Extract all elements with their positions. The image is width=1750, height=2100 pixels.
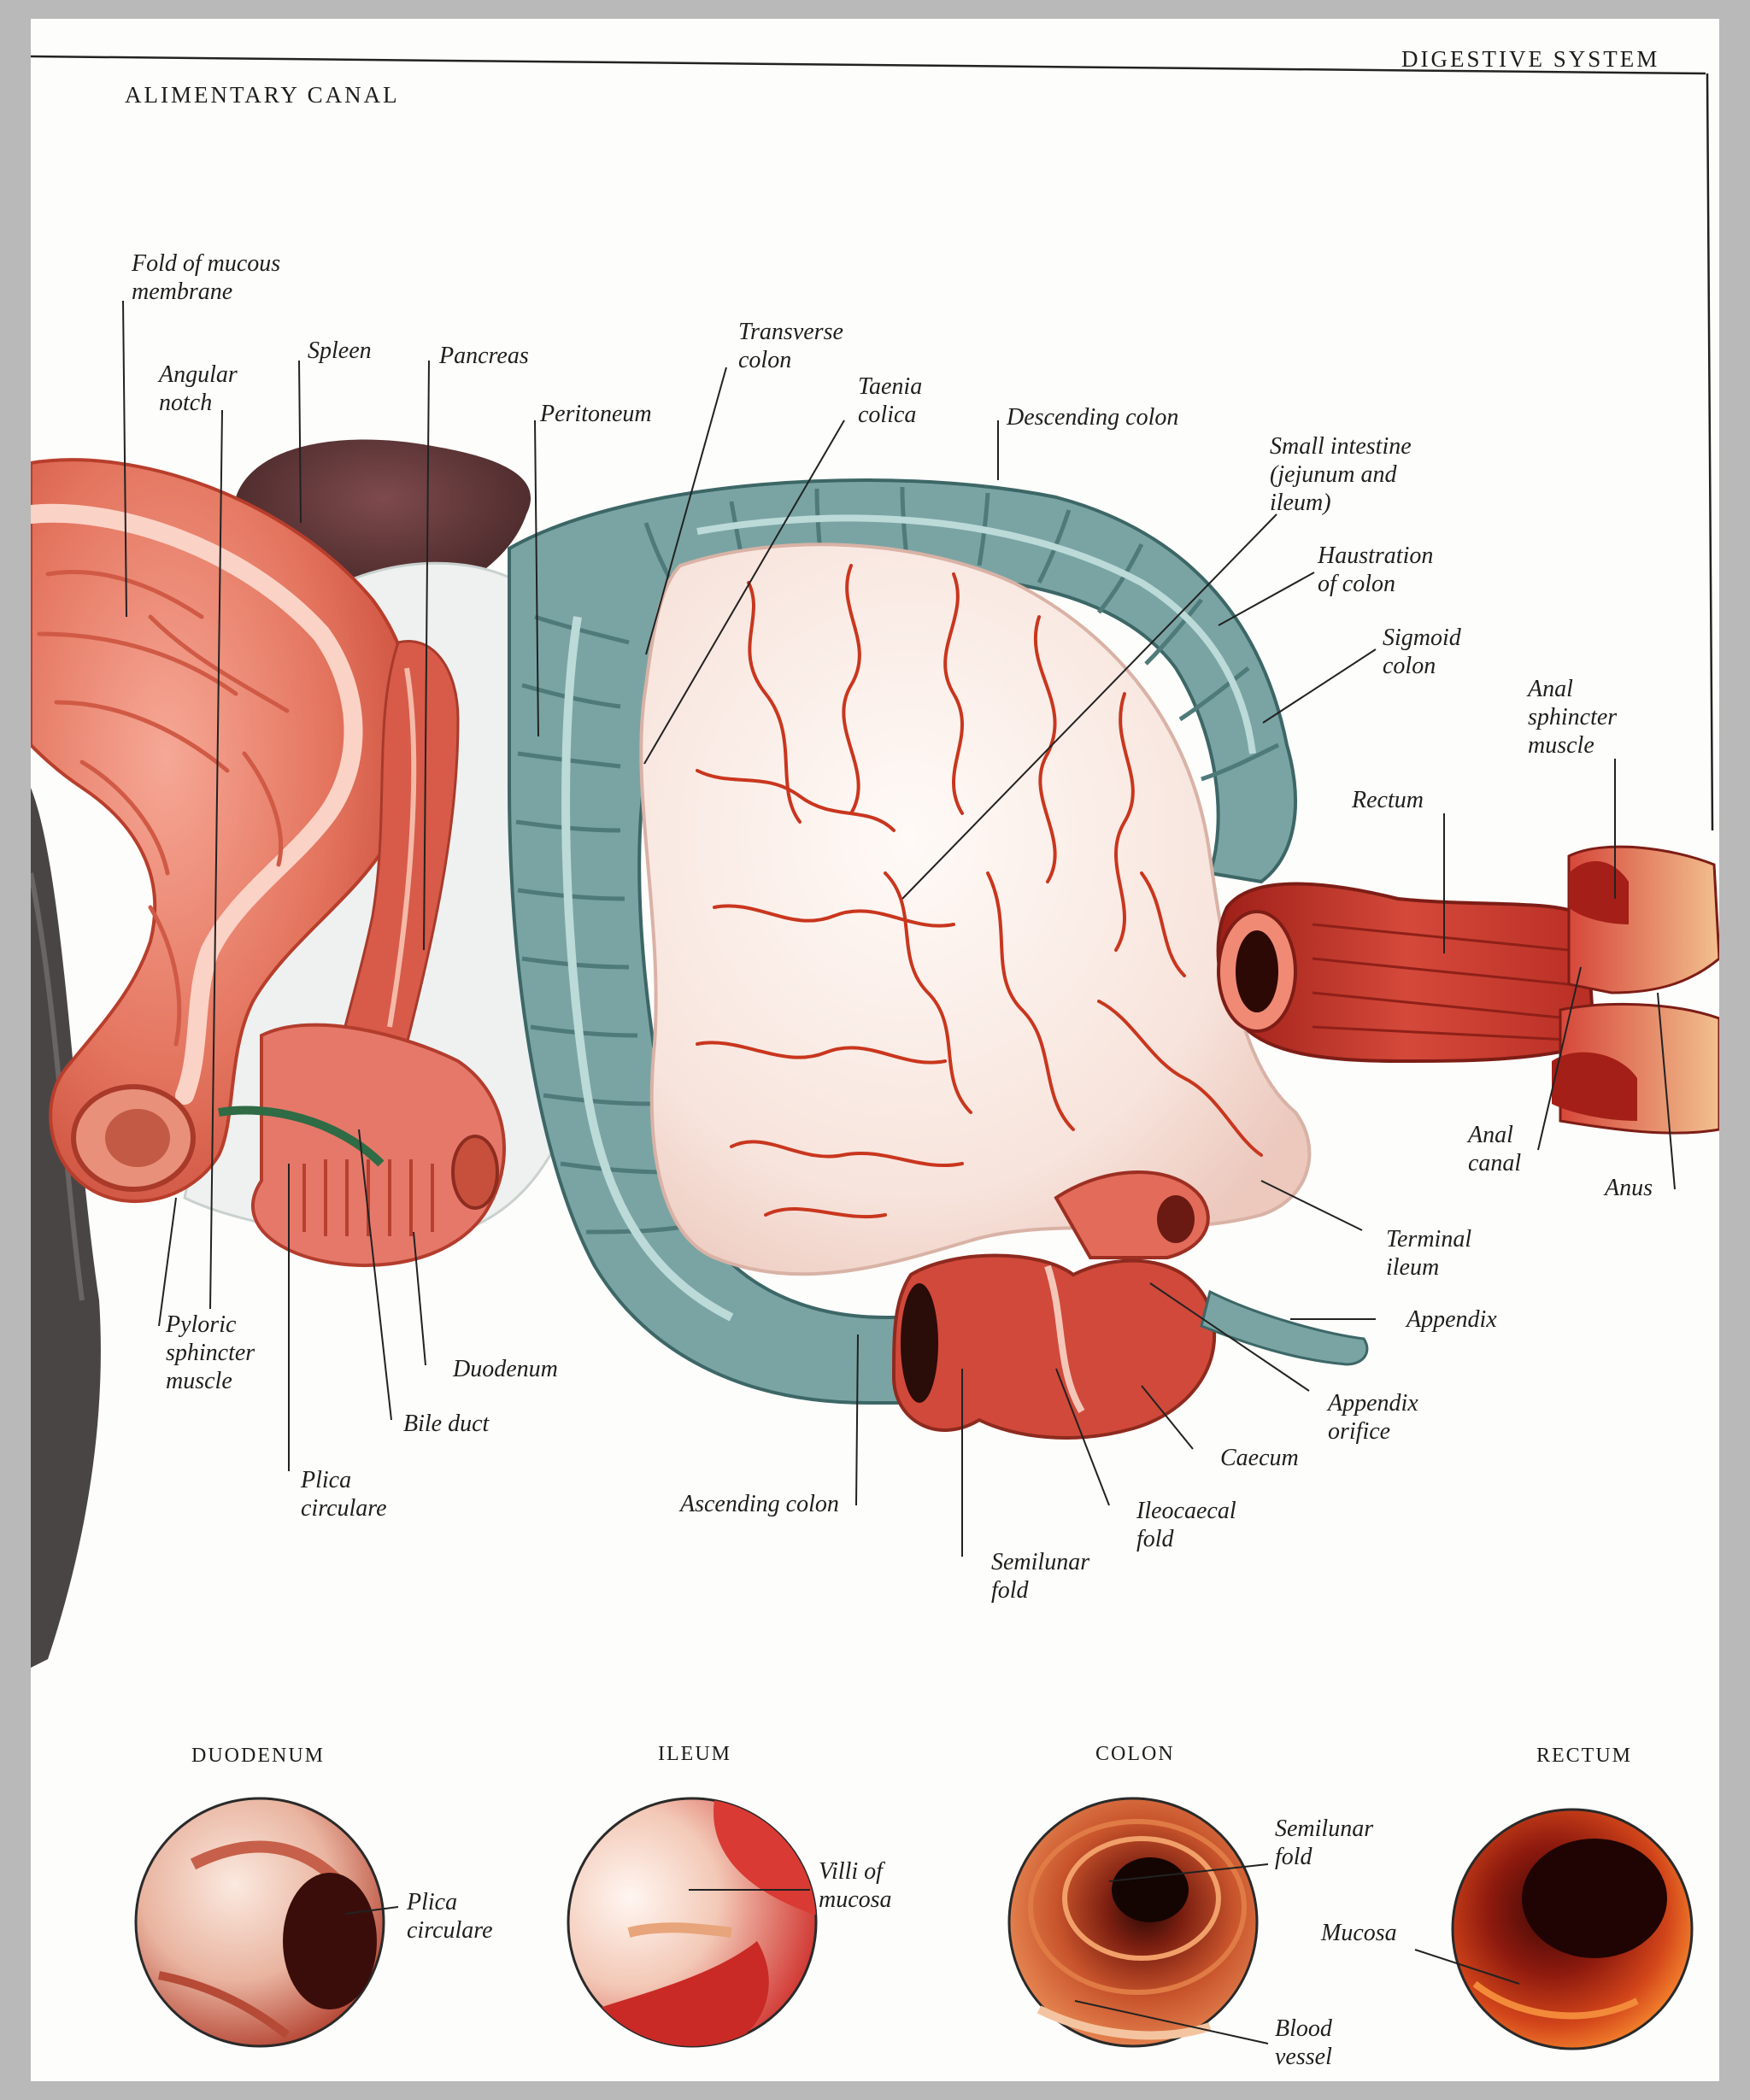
fold-of-mucous-membrane	[31, 503, 363, 1105]
label-ascending-colon: Ascending colon	[680, 1491, 839, 1517]
label-bile-duct: Bile duct	[403, 1411, 490, 1437]
inset-ileum	[567, 1797, 818, 2048]
inset-title-duodenum: DUODENUM	[191, 1745, 325, 1767]
label-peritoneum: Peritoneum	[540, 401, 652, 427]
liver-edge	[31, 788, 101, 1668]
textbook-page: ALIMENTARY CANAL DIGESTIVE SYSTEM Fold o…	[31, 19, 1719, 2081]
label-spleen: Spleen	[308, 337, 372, 364]
label-caecum: Caecum	[1220, 1445, 1299, 1471]
inset-title-colon: COLON	[1095, 1743, 1175, 1765]
inset-rectum	[1451, 1808, 1694, 2050]
alimentary-canal-illustration	[31, 55, 1719, 2050]
label-pancreas: Pancreas	[439, 343, 529, 369]
inset-title-rectum: RECTUM	[1536, 1745, 1633, 1767]
inset-colon	[1007, 1797, 1259, 2048]
section-title: ALIMENTARY CANAL	[125, 82, 400, 108]
label-duodenum: Duodenum	[453, 1356, 558, 1382]
label-appendix: Appendix	[1406, 1306, 1497, 1333]
inset-duodenum	[134, 1797, 385, 2048]
rectum-folds	[1312, 923, 1570, 1041]
small-intestine-vessels	[696, 564, 1263, 1219]
leader-lines	[122, 300, 1676, 1557]
chapter-title: DIGESTIVE SYSTEM	[1401, 46, 1660, 72]
label-rectum: Rectum	[1352, 787, 1424, 813]
appendix	[1200, 1289, 1369, 1366]
ileocaecal-fold	[1044, 1264, 1085, 1414]
inset-title-ileum: ILEUM	[658, 1743, 731, 1765]
taenia-colica	[561, 616, 734, 1322]
page-right-rule	[1706, 73, 1714, 831]
bile-duct	[218, 1106, 385, 1167]
label-anus: Anus	[1605, 1175, 1653, 1201]
inset-label-mucosa: Mucosa	[1321, 1920, 1397, 1946]
label-descending-colon: Descending colon	[1007, 404, 1179, 431]
duodenum-plicae	[302, 1159, 434, 1236]
caecum	[891, 1253, 1217, 1440]
header-rule	[31, 55, 1706, 75]
duodenum	[251, 1023, 506, 1268]
